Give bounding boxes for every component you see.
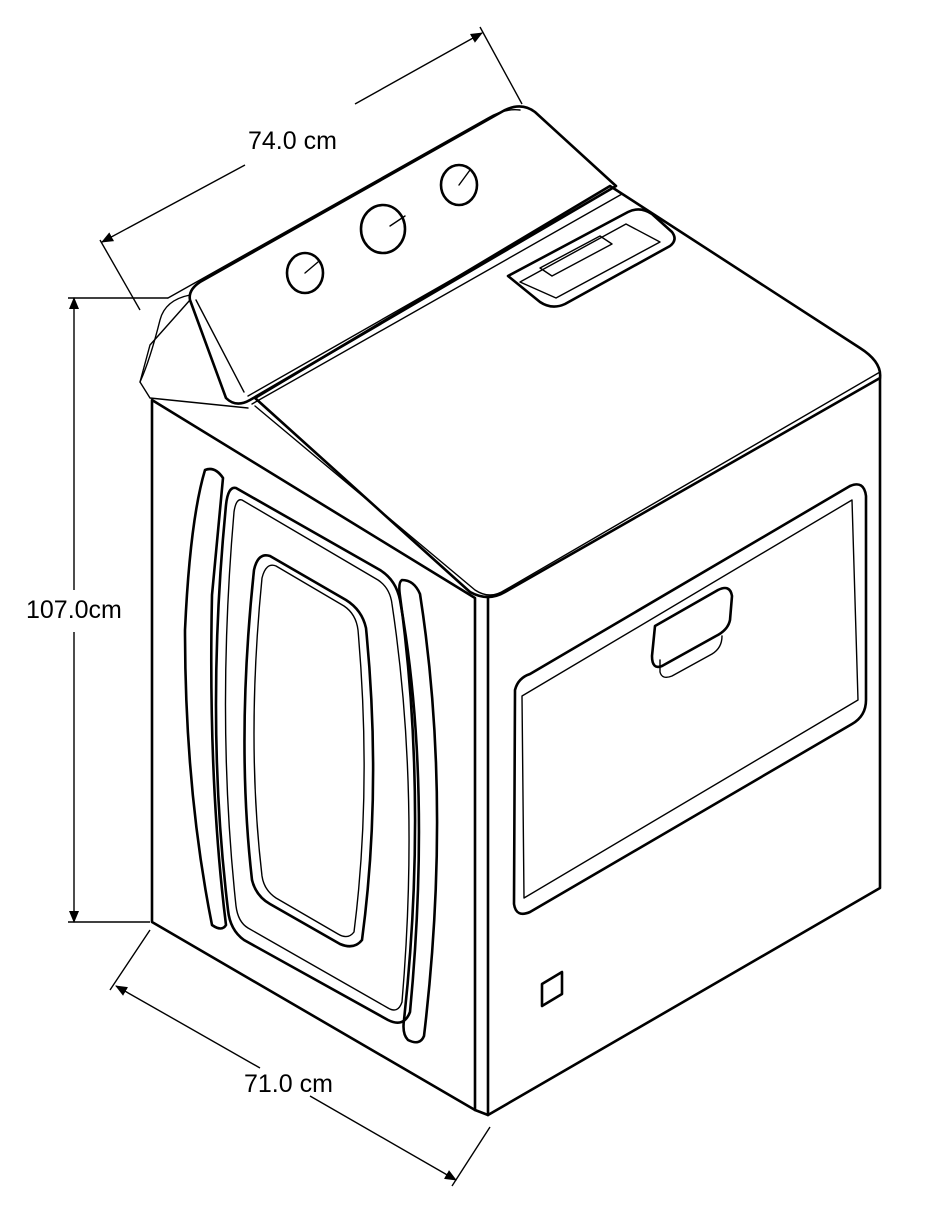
knob-center[interactable]	[359, 203, 407, 255]
door-handle[interactable]	[650, 586, 734, 679]
bottom-edge	[473, 1108, 490, 1117]
dimension-height: 107.0cm	[26, 297, 168, 923]
dimension-width: 74.0 cm	[99, 26, 523, 311]
dimension-depth: 71.0 cm	[109, 929, 491, 1187]
console-front-bevel	[139, 299, 249, 409]
front-door-panels	[183, 467, 439, 1044]
front-rail-right	[398, 578, 439, 1044]
control-console	[188, 105, 618, 405]
lid-seam	[247, 185, 623, 405]
knob-left[interactable]	[285, 251, 325, 295]
knobs	[285, 163, 479, 295]
depth-label: 71.0 cm	[244, 1070, 333, 1098]
front-rail-left	[183, 467, 228, 930]
width-label: 74.0 cm	[248, 127, 337, 155]
lid-dispenser[interactable]	[506, 208, 676, 308]
indicator-button[interactable]	[540, 970, 564, 1008]
top-lid-edge	[254, 371, 881, 596]
side-door[interactable]	[512, 483, 868, 916]
height-label: 107.0cm	[26, 596, 122, 624]
knob-right[interactable]	[439, 163, 479, 207]
console-side	[139, 294, 191, 383]
dryer-body	[139, 105, 882, 1117]
front-panel-frame[interactable]	[214, 486, 421, 1024]
front-window	[243, 554, 375, 948]
corner-seam	[474, 597, 489, 1116]
console-top-rim	[167, 108, 521, 299]
top-lid	[253, 184, 882, 599]
